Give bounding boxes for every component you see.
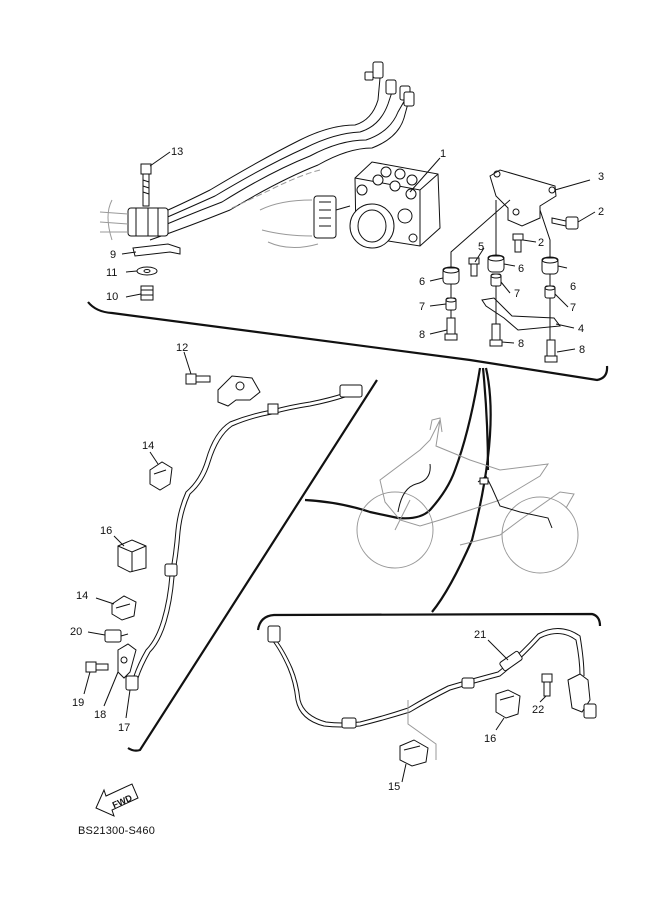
callout-8-center: 8 <box>518 338 524 350</box>
callout-16-rear: 16 <box>484 733 496 745</box>
callout-22: 22 <box>532 704 544 716</box>
callout-16-front: 16 <box>100 525 112 537</box>
bolt-12 <box>185 373 211 385</box>
bolt-8-right <box>544 339 558 363</box>
callout-14-upper: 14 <box>142 440 154 452</box>
abs-unit-panel-outline <box>87 301 609 382</box>
bolt-19 <box>85 661 109 673</box>
callout-19: 19 <box>72 697 84 709</box>
damper-6-right <box>541 256 559 275</box>
washer-11 <box>136 266 158 276</box>
bolt-2-right <box>551 216 579 230</box>
callout-18: 18 <box>94 709 106 721</box>
callout-3: 3 <box>598 171 604 183</box>
bolt-8-left <box>444 317 458 341</box>
damper-6-center <box>487 254 505 273</box>
clamp-14-lower <box>111 595 137 621</box>
catalog-code: BS21300-S460 <box>78 825 155 837</box>
clamp-bracket-9 <box>132 243 181 257</box>
callout-20: 20 <box>70 626 82 638</box>
callout-10: 10 <box>106 291 118 303</box>
callout-leaders <box>83 151 596 783</box>
lower-bracket-4 <box>481 297 561 331</box>
brake-hoses <box>139 77 411 241</box>
callout-4: 4 <box>578 323 584 335</box>
callout-17: 17 <box>118 722 130 734</box>
callout-7-center: 7 <box>514 288 520 300</box>
bolt-13 <box>140 163 152 207</box>
sensor-bracket-12 <box>217 375 261 407</box>
collar-7-right <box>544 285 556 299</box>
callout-14-lower: 14 <box>76 590 88 602</box>
nut-10 <box>140 285 154 301</box>
clamp-14-upper <box>149 461 173 491</box>
fwd-direction-arrow: FWD <box>95 783 139 817</box>
clip-20 <box>104 629 129 643</box>
front-sensor-harness <box>133 384 363 679</box>
collar-7-center <box>490 273 502 287</box>
callout-13: 13 <box>171 146 183 158</box>
damper-6-left <box>442 266 460 285</box>
front-wheel-sensor-17 <box>117 643 139 691</box>
callout-21: 21 <box>474 629 486 641</box>
callout-6-left: 6 <box>419 276 425 288</box>
rear-sensor-panel-outline <box>256 612 602 631</box>
callout-2-center: 2 <box>538 237 544 249</box>
callout-7-right: 7 <box>570 302 576 314</box>
callout-1: 1 <box>440 148 446 160</box>
rear-wheel-sensor-21 <box>567 673 597 719</box>
bolt-22 <box>541 673 553 697</box>
callout-2-right: 2 <box>598 206 604 218</box>
holder-16-front <box>117 539 147 573</box>
callout-5: 5 <box>478 241 484 253</box>
callout-8-left: 8 <box>419 329 425 341</box>
callout-6-right: 6 <box>570 281 576 293</box>
bolt-2-center <box>512 233 524 253</box>
callout-9: 9 <box>110 249 116 261</box>
rear-sensor-harness <box>267 625 585 729</box>
hose-end-fittings <box>364 61 415 107</box>
motorcycle-silhouette <box>356 417 579 574</box>
callout-6-center: 6 <box>518 263 524 275</box>
collar-7-left <box>445 297 457 311</box>
abs-hydraulic-unit <box>259 161 441 249</box>
callout-15: 15 <box>388 781 400 793</box>
callout-11: 11 <box>106 267 117 279</box>
callout-8-right: 8 <box>579 344 585 356</box>
callout-12: 12 <box>176 342 188 354</box>
rear-panel-divider <box>407 700 437 760</box>
front-sensor-panel-outline <box>127 379 378 752</box>
callout-7-left: 7 <box>419 301 425 313</box>
hose-joint-assembly <box>99 199 169 241</box>
assembly-guide-lines <box>450 199 551 340</box>
panel-leader-lines <box>304 367 492 613</box>
clamp-15 <box>399 739 429 767</box>
abs-bracket-3 <box>489 169 557 227</box>
callout-labels: 1 2 2 3 4 5 6 6 6 7 7 7 8 8 8 9 10 11 12… <box>70 146 604 793</box>
bolt-5 <box>468 257 480 277</box>
holder-16-rear <box>495 689 521 719</box>
bolt-8-center <box>489 323 503 347</box>
